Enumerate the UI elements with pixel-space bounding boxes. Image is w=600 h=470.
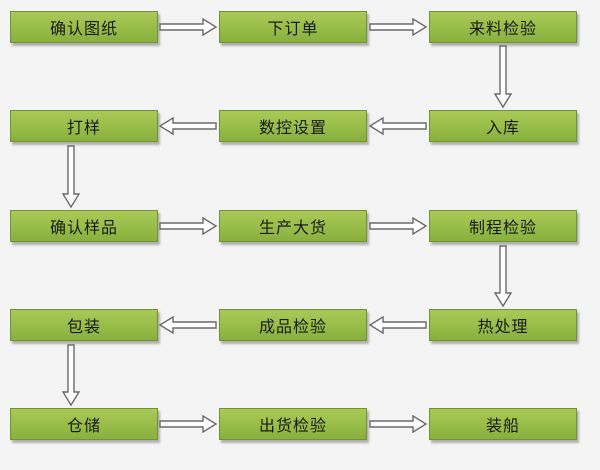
step-cnc-setup: 数控设置 — [219, 110, 367, 142]
arrow-down — [493, 45, 513, 109]
step-heat-treatment: 热处理 — [429, 309, 577, 341]
step-place-order: 下订单 — [219, 11, 367, 43]
arrow-right — [369, 17, 428, 37]
arrow-down — [493, 245, 513, 308]
step-shipping: 装船 — [429, 408, 577, 440]
arrow-right — [369, 216, 428, 236]
step-confirm-drawings: 确认图纸 — [10, 11, 158, 43]
arrow-down — [61, 344, 81, 407]
step-confirm-samples: 确认样品 — [10, 210, 158, 242]
arrow-right — [159, 216, 218, 236]
arrow-left — [158, 116, 217, 136]
arrow-left — [368, 116, 427, 136]
arrow-left — [158, 315, 217, 335]
step-mass-production: 生产大货 — [219, 210, 367, 242]
step-storage: 仓储 — [10, 408, 158, 440]
arrow-right — [159, 414, 218, 434]
step-incoming-inspection: 来料检验 — [429, 11, 577, 43]
step-sampling: 打样 — [10, 110, 158, 142]
arrow-right — [369, 414, 428, 434]
step-final-inspection: 成品检验 — [219, 309, 367, 341]
step-packaging: 包装 — [10, 309, 158, 341]
arrow-left — [368, 315, 427, 335]
step-warehousing: 入库 — [429, 110, 577, 142]
step-process-inspection: 制程检验 — [429, 210, 577, 242]
step-shipment-inspection: 出货检验 — [219, 408, 367, 440]
arrow-right — [159, 17, 218, 37]
arrow-down — [61, 145, 81, 209]
